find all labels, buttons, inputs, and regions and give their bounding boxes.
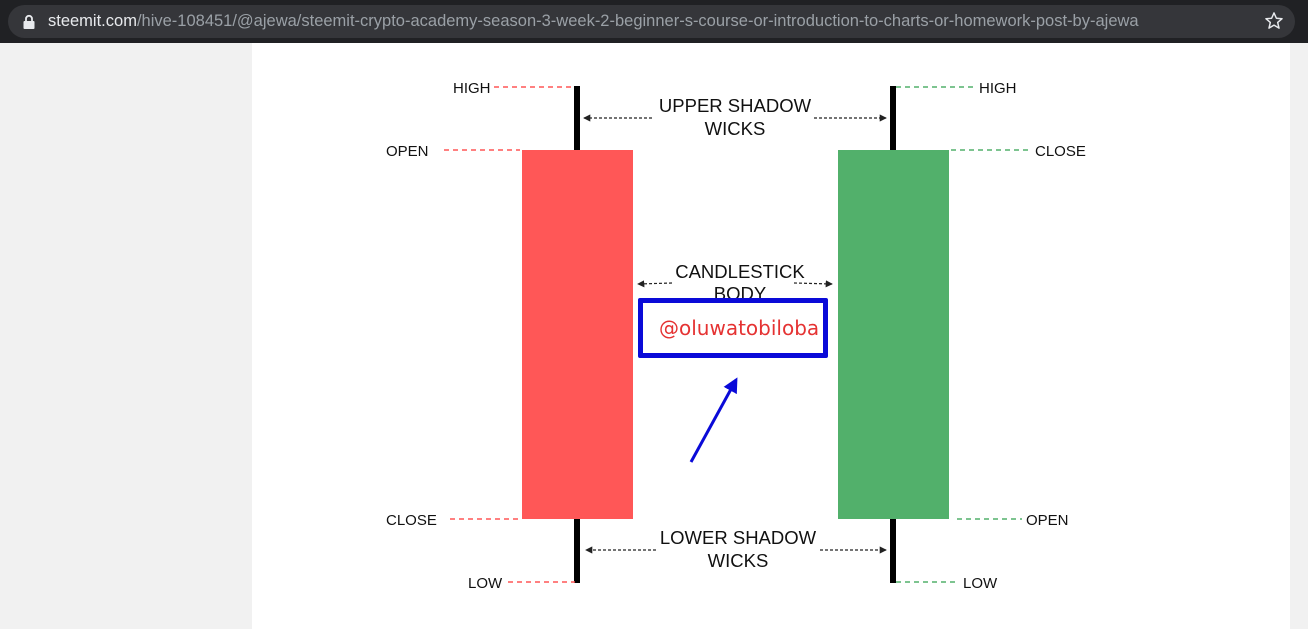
bullish-candle-body (838, 150, 949, 519)
bullish-low-label: LOW (963, 575, 998, 592)
url-text[interactable]: steemit.com/hive-108451/@ajewa/steemit-c… (48, 5, 1139, 38)
lower-shadow-label-line1: LOWER SHADOW (660, 527, 817, 548)
watermark-username: @oluwatobiloba (659, 316, 820, 340)
bearish-low-label: LOW (468, 575, 503, 592)
address-bar[interactable]: steemit.com/hive-108451/@ajewa/steemit-c… (8, 5, 1295, 38)
bullish-close-label: CLOSE (1035, 143, 1086, 160)
lower-shadow-label-line2: WICKS (708, 550, 769, 571)
url-path: /hive-108451/@ajewa/steemit-crypto-acade… (136, 12, 1139, 30)
lock-icon[interactable] (22, 14, 36, 30)
body-label-line1: CANDLESTICK (675, 261, 805, 282)
body-arrow-left (637, 280, 673, 288)
url-host: steemit.com (48, 12, 137, 30)
annotation-arrow (689, 377, 738, 463)
star-icon[interactable] (1263, 10, 1285, 32)
upper-shadow-label-line1: UPPER SHADOW (659, 95, 812, 116)
bearish-candle-body (522, 150, 633, 519)
post-content: HIGH OPEN CLOSE LOW HIGH CLOSE OPEN LOW … (252, 43, 1290, 629)
watermark-box: @oluwatobiloba (638, 298, 828, 358)
upper-shadow-label-line2: WICKS (705, 118, 766, 139)
bearish-open-label: OPEN (386, 143, 429, 160)
bullish-open-label: OPEN (1026, 512, 1069, 529)
body-arrow-right (793, 280, 833, 288)
bearish-high-label: HIGH (453, 80, 491, 97)
bearish-close-label: CLOSE (386, 512, 437, 529)
browser-toolbar: steemit.com/hive-108451/@ajewa/steemit-c… (0, 0, 1308, 43)
bullish-high-label: HIGH (979, 80, 1017, 97)
